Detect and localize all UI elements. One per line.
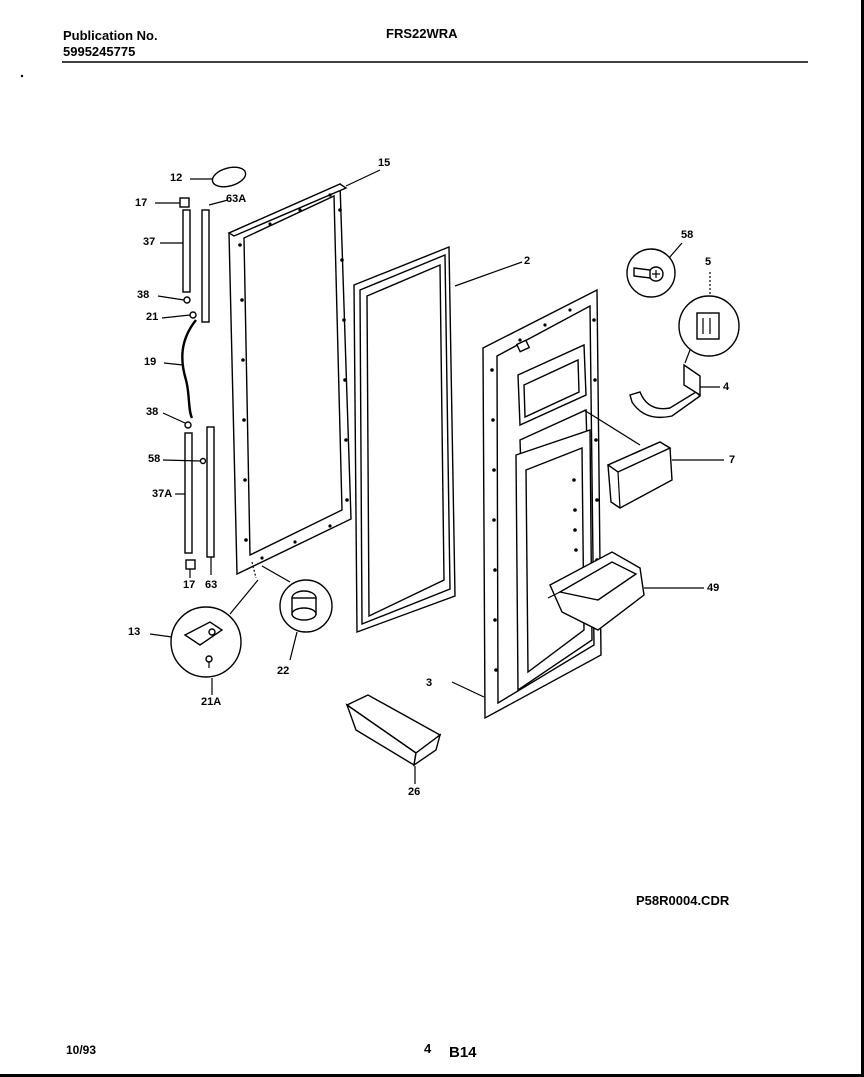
callout-63: 63 <box>205 579 218 591</box>
callout-12: 12 <box>170 172 183 184</box>
page-number: 4 <box>424 1041 432 1056</box>
part-22-bushing-detail <box>261 565 333 661</box>
part-3-door-liner <box>451 288 602 720</box>
callout-13: 13 <box>128 626 141 638</box>
part-58-screw-detail <box>626 242 683 298</box>
part-58-screw-left <box>162 457 207 465</box>
callout-63A: 63A <box>226 193 247 205</box>
callout-5: 5 <box>705 256 712 268</box>
part-37A-hinge-rail-bottom <box>175 432 193 554</box>
part-19-wire-harness <box>163 319 197 419</box>
callout-7: 7 <box>729 454 736 466</box>
callout-3: 3 <box>426 677 433 689</box>
part-26-bottom-bin <box>345 694 442 784</box>
callout-4: 4 <box>723 381 730 393</box>
part-12-plug <box>190 166 247 188</box>
callout-37A: 37A <box>152 488 173 500</box>
part-38-screw-bottom <box>162 412 192 429</box>
part-17-hinge-cap-bottom <box>185 559 196 578</box>
callout-37: 37 <box>143 236 156 248</box>
callout-38-bottom: 38 <box>146 406 159 418</box>
callout-21: 21 <box>146 311 159 323</box>
part-63A-trim-strip-top <box>201 199 229 323</box>
publication-date: 10/93 <box>66 1043 97 1057</box>
part-7-shelf-bin <box>583 409 724 509</box>
callout-17-bottom: 17 <box>183 579 196 591</box>
drawing-file-name: P58R0004.CDR <box>636 893 730 908</box>
callout-22: 22 <box>277 665 290 677</box>
callout-58-right: 58 <box>681 229 694 241</box>
part-38-screw-top <box>157 295 191 304</box>
part-21-screw <box>161 311 197 319</box>
callout-49: 49 <box>707 582 720 594</box>
callout-38-top: 38 <box>137 289 150 301</box>
stray-mark <box>20 74 24 78</box>
part-2-door-gasket <box>353 245 523 633</box>
section-code: B14 <box>449 1044 477 1061</box>
part-49-lower-bin <box>547 551 704 631</box>
publication-label: Publication No. <box>63 28 158 43</box>
part-13-hinge-bracket-detail <box>149 561 259 695</box>
part-37-hinge-rail-top <box>160 209 191 293</box>
callout-17-top: 17 <box>135 197 148 209</box>
callout-19: 19 <box>144 356 157 368</box>
callout-58-left: 58 <box>148 453 161 465</box>
part-63-trim-strip-bottom <box>206 426 215 575</box>
part-5-clip-detail <box>678 272 740 364</box>
part-15-door-outer-panel <box>227 169 381 576</box>
model-number: FRS22WRA <box>386 26 458 41</box>
part-17-hinge-cap-top <box>155 197 190 208</box>
publication-number: 5995245775 <box>63 44 136 59</box>
part-4-shelf-rail <box>629 363 720 419</box>
callout-2: 2 <box>524 255 531 267</box>
callout-15: 15 <box>378 157 391 169</box>
callout-21A: 21A <box>201 696 222 708</box>
callout-26: 26 <box>408 786 421 798</box>
